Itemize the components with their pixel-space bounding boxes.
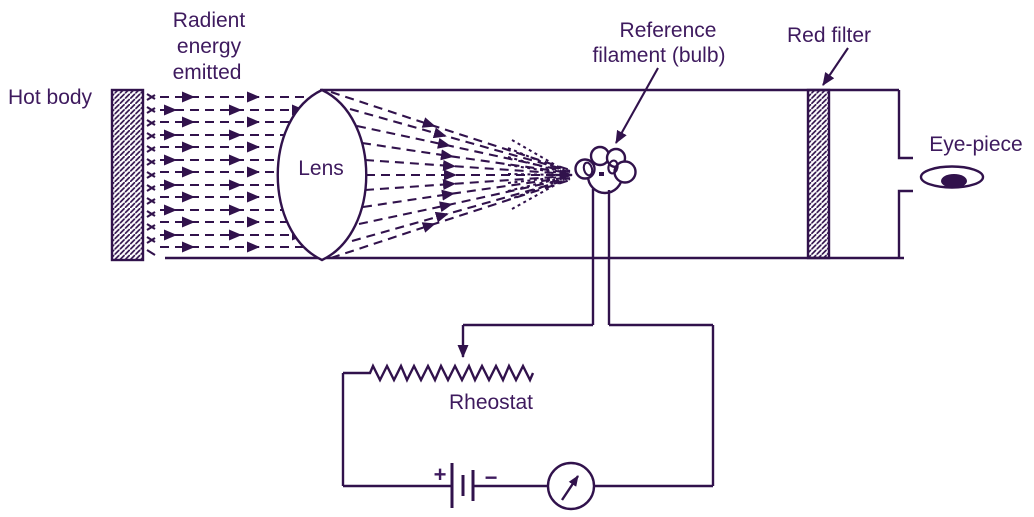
- circuit: [341, 323, 715, 511]
- radiant-energy-label-line3: emitted: [173, 61, 242, 84]
- labels: Hot body Radient energy emitted Lens Ref…: [8, 9, 1023, 490]
- filament-dot: [599, 172, 604, 176]
- converging-ray: [364, 174, 571, 192]
- label-arrows: [615, 47, 849, 144]
- converging-ray: [330, 179, 571, 259]
- red-filter-plate: [806, 88, 831, 260]
- battery-minus-sign: −: [485, 465, 498, 490]
- converging-ray: [364, 158, 571, 176]
- reference-filament-label-line2: filament (bulb): [592, 44, 725, 67]
- hot-body-group: [110, 88, 156, 262]
- focus-dash-fan: [507, 139, 565, 210]
- converging-ray: [362, 175, 571, 209]
- radiant-energy-label-line1: Radient: [173, 9, 246, 32]
- battery: [450, 463, 475, 508]
- converging-ray: [351, 177, 571, 243]
- rheostat-element: [343, 363, 535, 383]
- converging-ray: [361, 141, 571, 175]
- rheostat-label: Rheostat: [449, 391, 533, 414]
- hot-body-block: [110, 88, 145, 262]
- hot-body-label: Hot body: [8, 86, 93, 109]
- lens-shape: [276, 88, 368, 262]
- tube-right-wall-eyepiece-aperture: [897, 90, 913, 258]
- red-filter-pointer: [822, 47, 849, 86]
- eye-pupil: [941, 174, 967, 188]
- meter-needle: [561, 475, 579, 501]
- converging-ray: [330, 91, 571, 171]
- converging-ray: [349, 107, 571, 173]
- meter: [546, 461, 596, 511]
- radiant-rays: [160, 91, 318, 253]
- battery-plus-sign: +: [434, 462, 447, 487]
- radiant-energy-label-line2: energy: [177, 35, 242, 58]
- red-filter-group: [806, 88, 831, 260]
- eye-piece-label: Eye-piece: [929, 133, 1022, 156]
- emission-chevrons: [146, 93, 156, 256]
- telescope-tube: [165, 88, 913, 260]
- converging-ray: [358, 176, 571, 226]
- eye-group: [919, 165, 985, 189]
- filament-bulb: [574, 145, 637, 325]
- filament-coil: [607, 159, 619, 175]
- converging-ray: [356, 124, 571, 174]
- reference-filament-pointer: [615, 67, 659, 144]
- reference-filament-label-line1: Reference: [620, 19, 717, 42]
- lens-group: [276, 88, 368, 262]
- lens-label: Lens: [298, 157, 344, 180]
- filament-coil: [582, 161, 594, 177]
- converging-rays: [330, 91, 573, 259]
- red-filter-label: Red filter: [787, 24, 871, 47]
